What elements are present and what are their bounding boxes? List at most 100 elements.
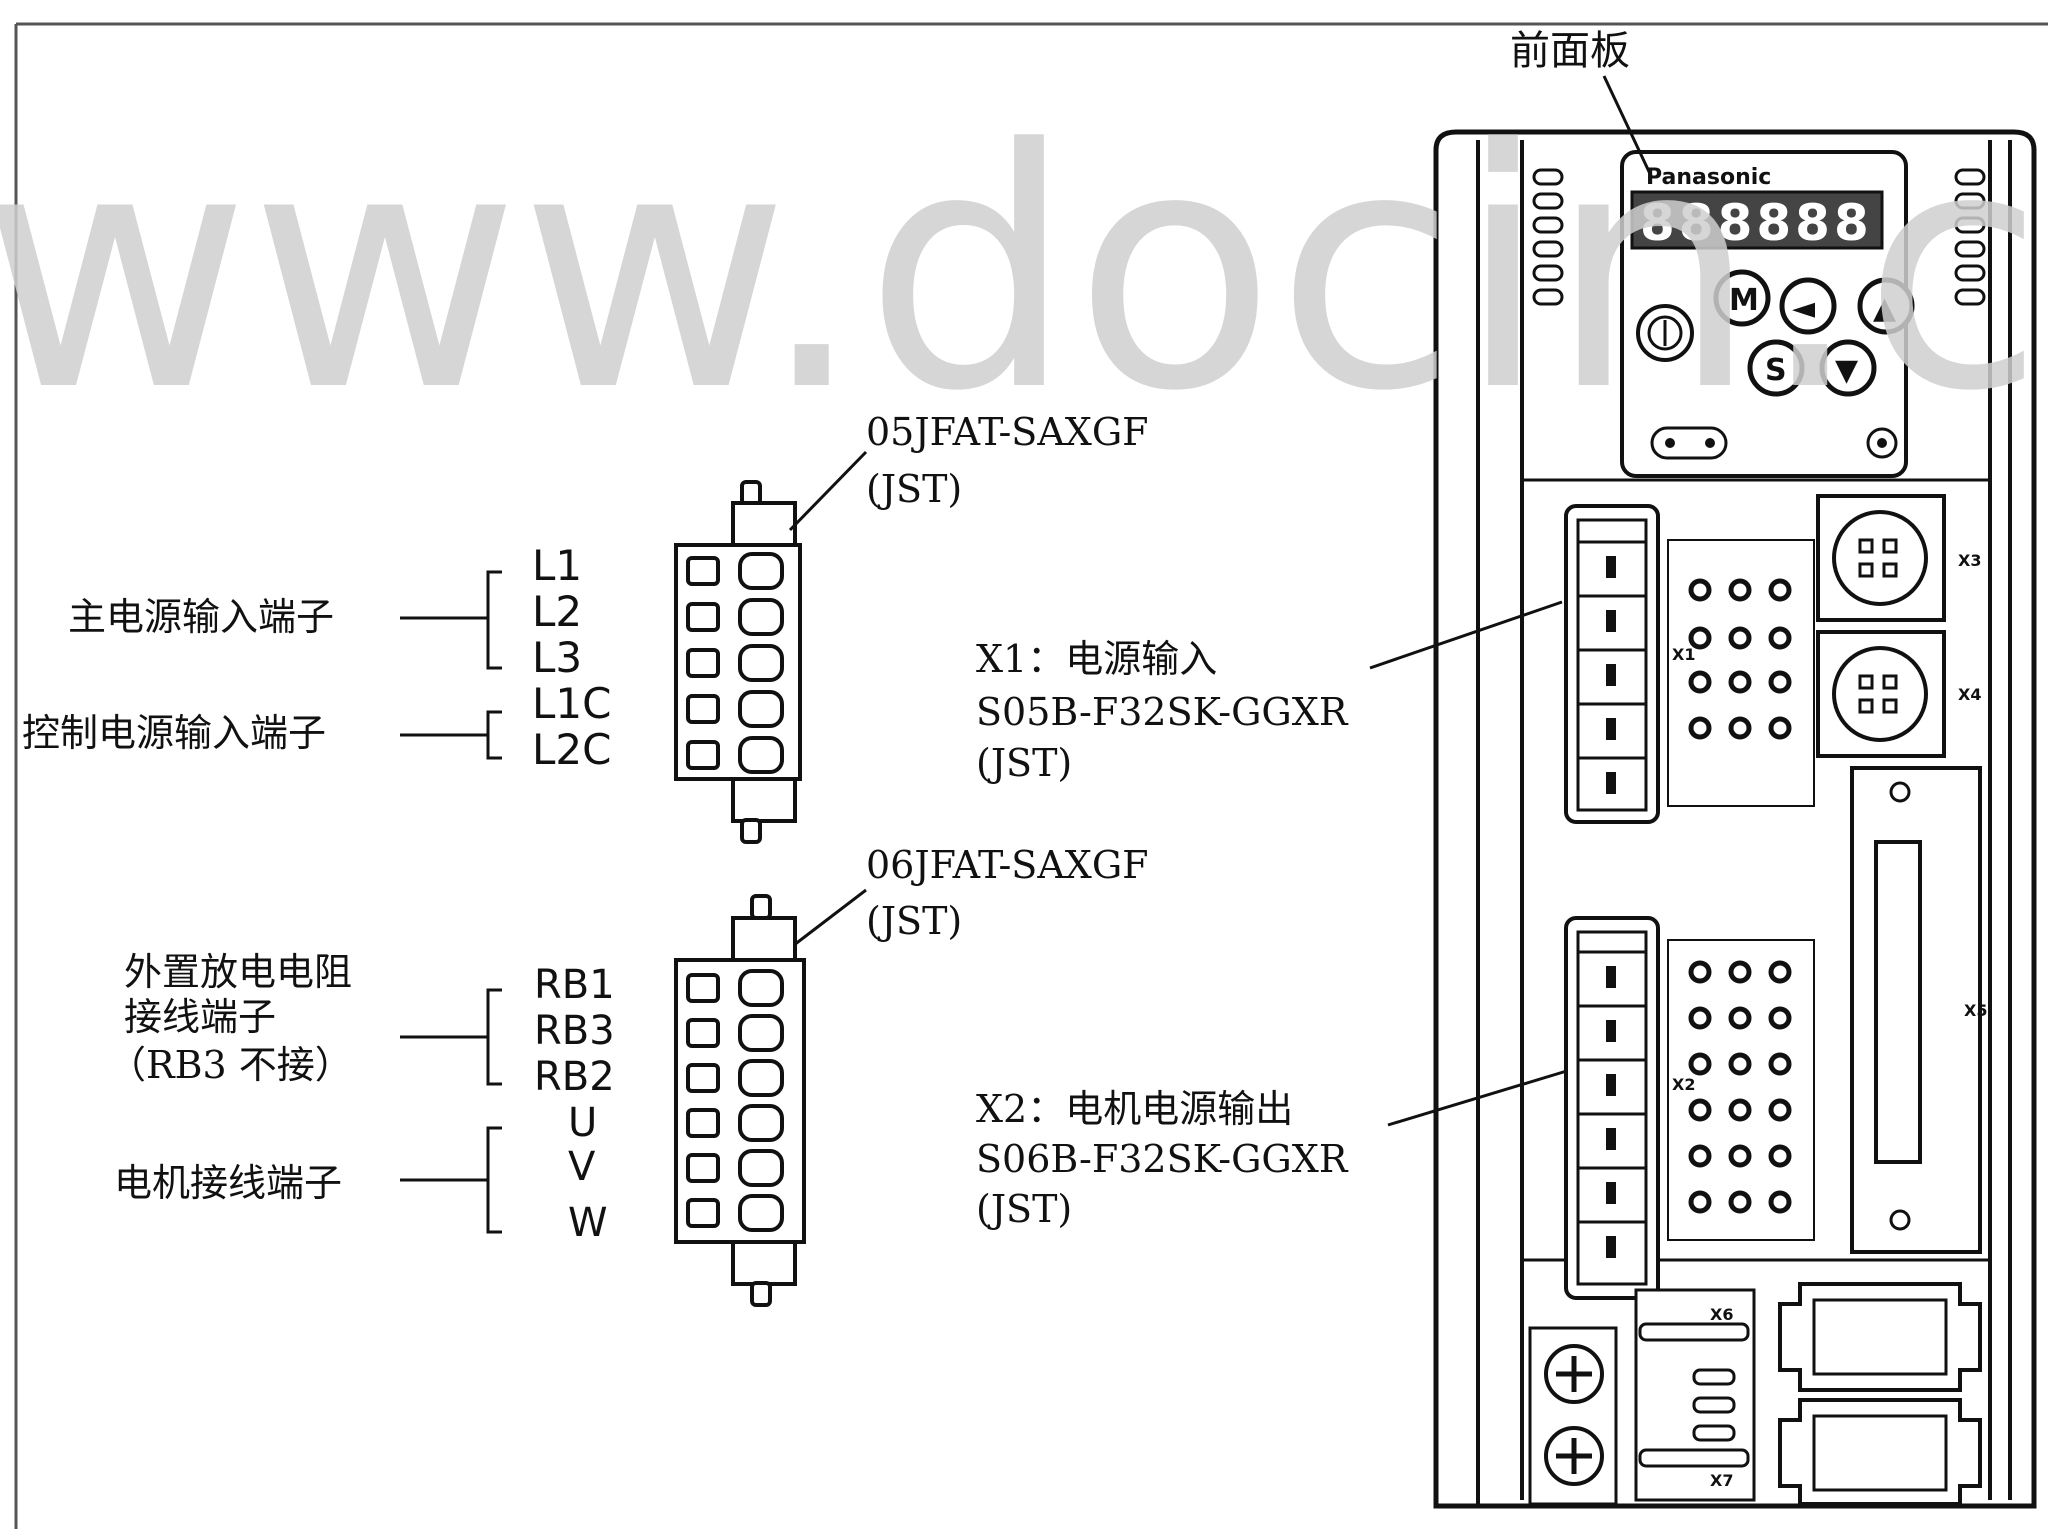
x1-board-label: X1 (1672, 645, 1695, 664)
connector1-part-number: 05JFAT-SAXGF (866, 410, 1149, 454)
svg-text:S: S (1765, 353, 1787, 388)
led-display (1630, 190, 1884, 250)
led-dot (1728, 1052, 1752, 1076)
x2-socket-pin (1606, 1020, 1616, 1042)
connector2-part-number: 06JFAT-SAXGF (866, 843, 1149, 887)
pin-label-U: U (568, 1100, 597, 1146)
x2-title: X2：电机电源输出 (976, 1087, 1293, 1131)
connector2-pin-labels: RB1 RB3 RB2 U V W (534, 962, 615, 1246)
x1-socket-pin (1606, 772, 1616, 794)
led-dot (1688, 670, 1712, 694)
button-mode[interactable]: M (1713, 269, 1771, 327)
led-grid-frame-lower (1667, 939, 1815, 1241)
led-grid-frame-upper (1667, 539, 1815, 807)
x5-label: X5 (1964, 1001, 1987, 1020)
connector1-hole-row (686, 598, 784, 636)
led-dot (1768, 1190, 1792, 1214)
led-dot (1688, 1006, 1712, 1030)
x2-board-label: X2 (1672, 1075, 1695, 1094)
x6-connector (1634, 1288, 1756, 1502)
led-dot (1728, 1144, 1752, 1168)
connector2-plug (674, 894, 806, 1307)
x1-socket-pin (1606, 610, 1616, 632)
x1-socket-pin (1606, 718, 1616, 740)
vent-slot (1532, 192, 1564, 210)
connector1-plug (674, 480, 802, 844)
x3-label: X3 (1958, 551, 1981, 570)
group-label-main-power: 主电源输入端子 (68, 595, 334, 639)
svg-text:外置放电电阻: 外置放电电阻 (124, 950, 352, 994)
x5-connector (1850, 766, 1982, 1254)
pin-label-L3: L3 (532, 633, 582, 682)
svg-text:（RB3 不接）: （RB3 不接） (108, 1043, 353, 1087)
svg-text:▲: ▲ (1873, 291, 1896, 326)
button-up[interactable]: ▲ (1857, 277, 1915, 335)
pin-label-L1C: L1C (532, 679, 611, 728)
led-dot (1688, 626, 1712, 650)
x3-connector (1816, 494, 1946, 622)
front-panel-label: 前面板 (1510, 28, 1630, 74)
led-dot (1768, 626, 1792, 650)
x6-label: X6 (1710, 1305, 1733, 1324)
watermark: www.docin.com (0, 79, 2048, 463)
x1-maker: (JST) (976, 741, 1072, 785)
led-dot (1728, 1098, 1752, 1122)
svg-text:接线端子: 接线端子 (124, 995, 276, 1039)
connector1-leader (788, 450, 868, 532)
pin-label-L2: L2 (532, 587, 582, 636)
connector2-hole-row (686, 1059, 784, 1097)
x2-socket-pin (1606, 1128, 1616, 1150)
rotary-switch (1636, 304, 1694, 362)
led-dot (1768, 716, 1792, 740)
x2-socket (1564, 916, 1660, 1300)
led-dot (1728, 670, 1752, 694)
vent-slot (1532, 264, 1564, 282)
svg-text:M: M (1729, 283, 1759, 318)
x4-label: X4 (1958, 685, 1981, 704)
connector2-hole-row (686, 1149, 784, 1187)
led-dot (1768, 1052, 1792, 1076)
led-dot (1728, 578, 1752, 602)
x2-part-number: S06B-F32SK-GGXR (976, 1137, 1349, 1181)
led-dot (1768, 1144, 1792, 1168)
pin-label-RB3: RB3 (534, 1008, 615, 1054)
led-dot (1728, 960, 1752, 984)
connector1-hole-row (686, 552, 784, 590)
pin-label-W: W (568, 1200, 608, 1246)
vent-slot (1532, 216, 1564, 234)
led-dot (1728, 716, 1752, 740)
brand-label: Panasonic (1646, 165, 1771, 190)
connector2-hole-row (686, 969, 784, 1007)
led-dot (1688, 716, 1712, 740)
vent-slot (1954, 192, 1986, 210)
group-label-external-resistor: 外置放电电阻 接线端子 （RB3 不接） (108, 950, 353, 1087)
pin-label-V: V (568, 1144, 596, 1190)
connector1-pin-labels: L1 L2 L3 L1C L2C (532, 541, 611, 774)
pin-label-L2C: L2C (532, 725, 611, 774)
group-label-control-power: 控制电源输入端子 (22, 711, 326, 755)
usb-connectors (1778, 1282, 1982, 1506)
button-down[interactable]: ▼ (1819, 339, 1877, 397)
vent-slot (1954, 240, 1986, 258)
led-dot (1688, 1098, 1712, 1122)
button-shift[interactable]: ◄ (1779, 277, 1837, 335)
led-dot (1688, 960, 1712, 984)
led-dot (1688, 1190, 1712, 1214)
vent-slot (1954, 216, 1986, 234)
x1-socket-pin (1606, 664, 1616, 686)
led-dot (1768, 1006, 1792, 1030)
x1-leader (1369, 600, 1563, 670)
svg-text:▼: ▼ (1835, 353, 1858, 388)
vent-slot (1954, 264, 1986, 282)
group-label-motor: 电机接线端子 (114, 1161, 342, 1205)
led-dot (1688, 578, 1712, 602)
led-dot (1728, 1006, 1752, 1030)
led-dot (1768, 670, 1792, 694)
led-dot (1728, 1190, 1752, 1214)
button-set[interactable]: S (1747, 339, 1805, 397)
led-dot (1768, 578, 1792, 602)
x1-socket (1564, 504, 1660, 824)
connector1-hole-row (686, 644, 784, 682)
x2-socket-pin (1606, 966, 1616, 988)
